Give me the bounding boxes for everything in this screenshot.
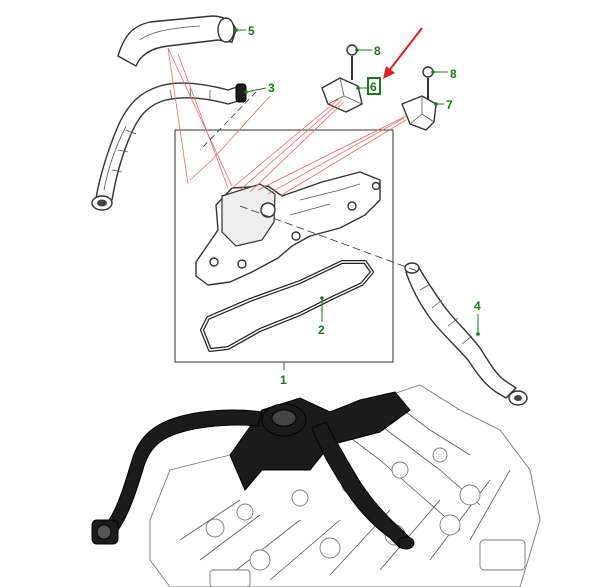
callout-4: 4 (474, 299, 481, 313)
callout-5-duct: 5 (248, 24, 255, 38)
crankcase-vent-hose (404, 262, 528, 406)
callout-8-b: 8 (450, 67, 457, 81)
rocker-cover-gasket (200, 260, 374, 352)
highlight-box (367, 77, 381, 95)
callouts: 5 3 8 6 8 7 2 4 (234, 24, 481, 387)
callout-1: 1 (280, 373, 287, 387)
rocker-cover (195, 171, 381, 286)
callout-2: 2 (318, 323, 325, 337)
assembly-axis-line (239, 205, 421, 273)
breather-hose (91, 82, 247, 211)
breather-duct-upper (117, 15, 237, 67)
pressure-sensor-7 (401, 66, 437, 131)
installed-cover-assembly (91, 391, 415, 550)
pressure-sensor-6 (321, 44, 363, 113)
red-leader-lines (167, 47, 407, 197)
callout-7: 7 (446, 98, 453, 112)
callout-6-highlighted: 6 (370, 80, 377, 94)
callout-3: 3 (268, 81, 275, 95)
callout-8-a: 8 (374, 44, 381, 58)
red-arrow (383, 27, 423, 79)
assembly-axis-line-2 (199, 91, 257, 151)
